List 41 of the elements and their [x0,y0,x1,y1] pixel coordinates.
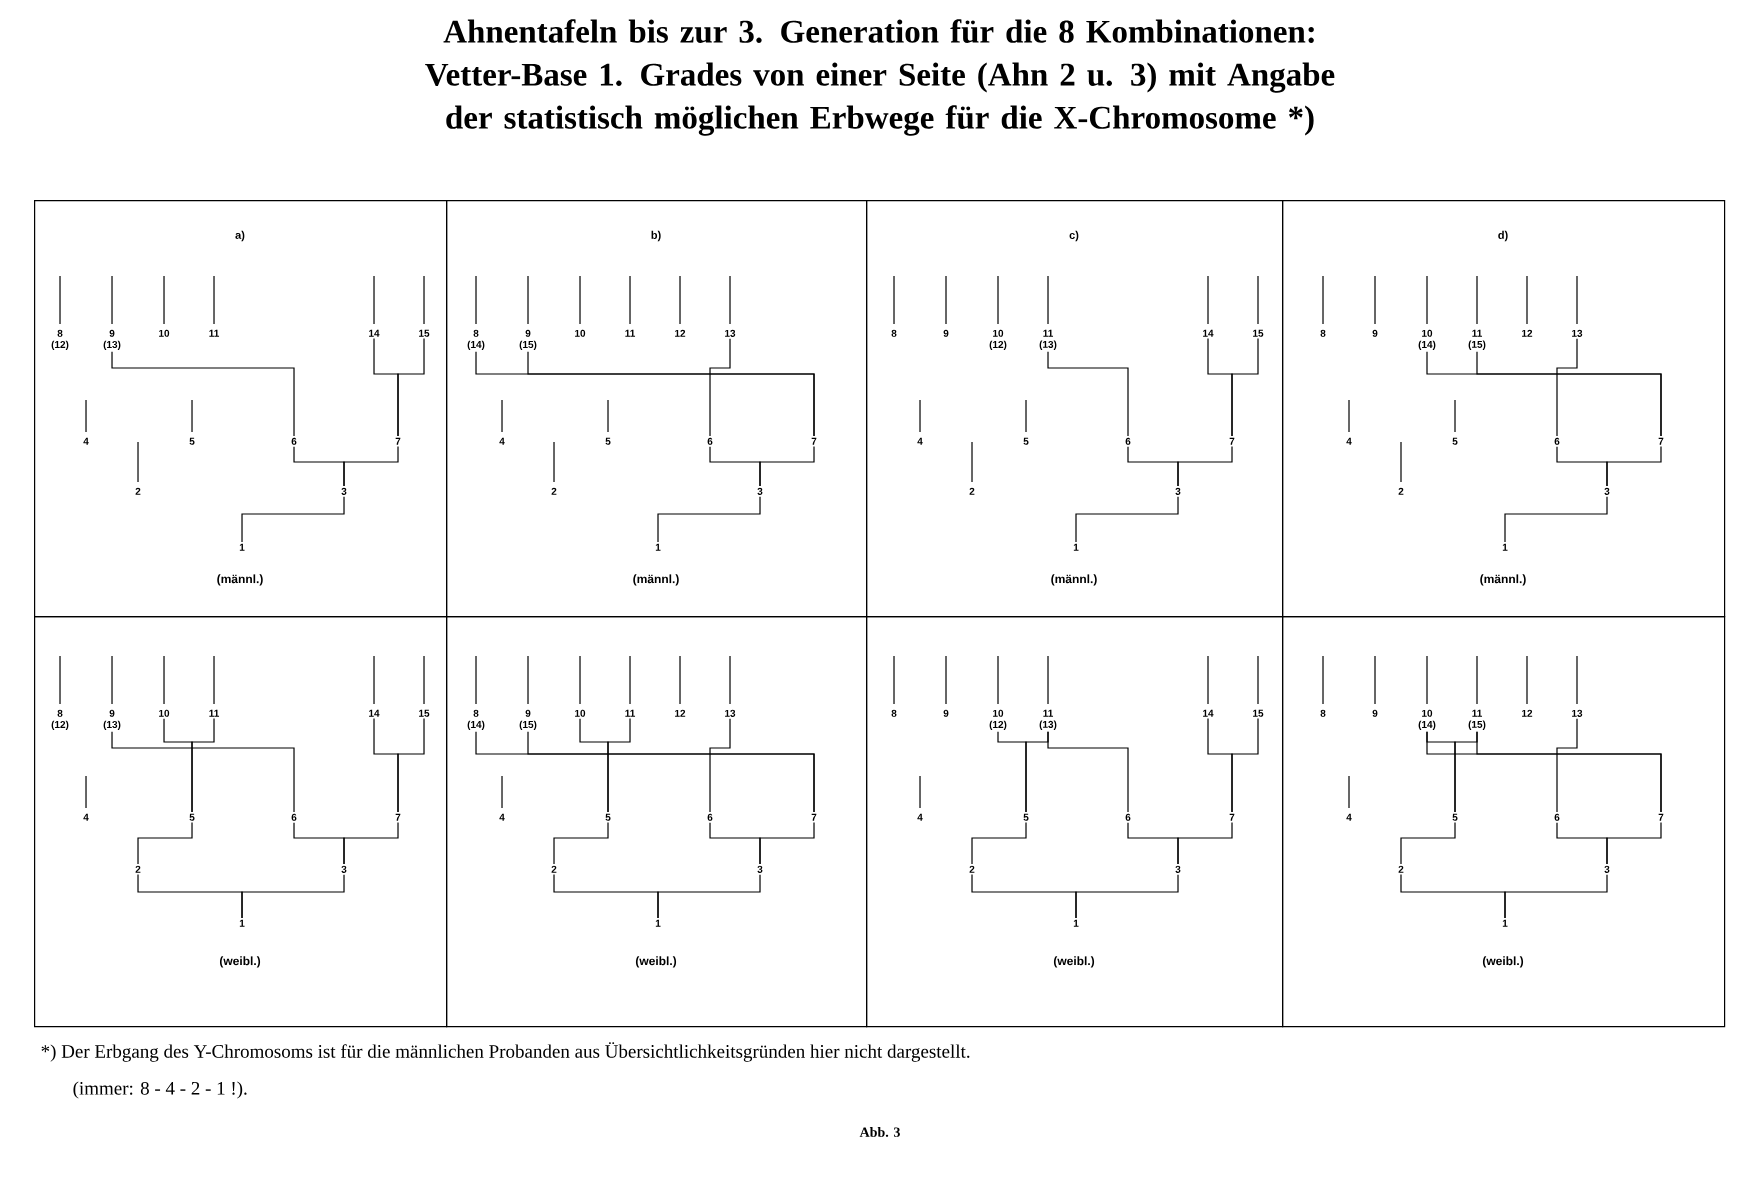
pedigree-line [1231,337,1259,437]
pedigree-line [527,351,815,437]
pedigree-line [1075,496,1179,543]
pedigree-line [1177,821,1233,865]
pedigree-line [241,496,345,543]
pedigree-line [397,717,425,813]
pedigree-line [343,821,399,865]
pedigree-line [1556,718,1578,813]
pedigree-line [1047,351,1129,437]
pedigree-line [191,717,215,813]
pedigree-line [1504,874,1608,919]
pedigree-line [759,445,815,487]
pedigree-line [397,337,425,437]
pedigree-line [1400,821,1456,865]
pedigree-line [527,731,815,813]
pedigree-line [709,338,731,437]
pedigree-line [1476,351,1662,437]
footnote: (immer: 8 - 4 - 2 - 1 !). [73,1081,247,1099]
pedigree-line [1075,874,1179,919]
pedigree-line [607,717,631,813]
pedigree-line [657,874,761,919]
pedigree-line [111,731,295,813]
pedigree-line [111,351,295,437]
pedigree-line [1504,496,1608,543]
pedigree-line [553,821,609,865]
pedigree-line [1231,717,1259,813]
pedigree-line [1476,731,1662,813]
pedigree-line [1556,338,1578,437]
pedigree-line [241,874,345,919]
pedigree-line [709,718,731,813]
pedigree-line [759,821,815,865]
pedigree-line [1047,731,1129,813]
pedigree-line [343,445,399,487]
pedigree-line [137,821,193,865]
pedigree-line [971,821,1027,865]
pedigree-line [1606,821,1662,865]
footnote: *) Der Erbgang des Y-Chromosoms ist für die männlichen Probanden aus Übersichtlichkeitsgründen hier nicht dargestellt. [41,1042,970,1062]
pedigree-line [1606,445,1662,487]
pedigree-line [1177,445,1233,487]
pedigree-line [657,496,761,543]
title: Ahnentafeln bis zur 3. Generation für die 8 Kombinationen: Vetter-Base 1. Grades von einer Seite (Ahn 2 u. 3) mit Angabe der statistisch möglichen Erbwege für die X-Chromosome *) [425,19,1335,136]
